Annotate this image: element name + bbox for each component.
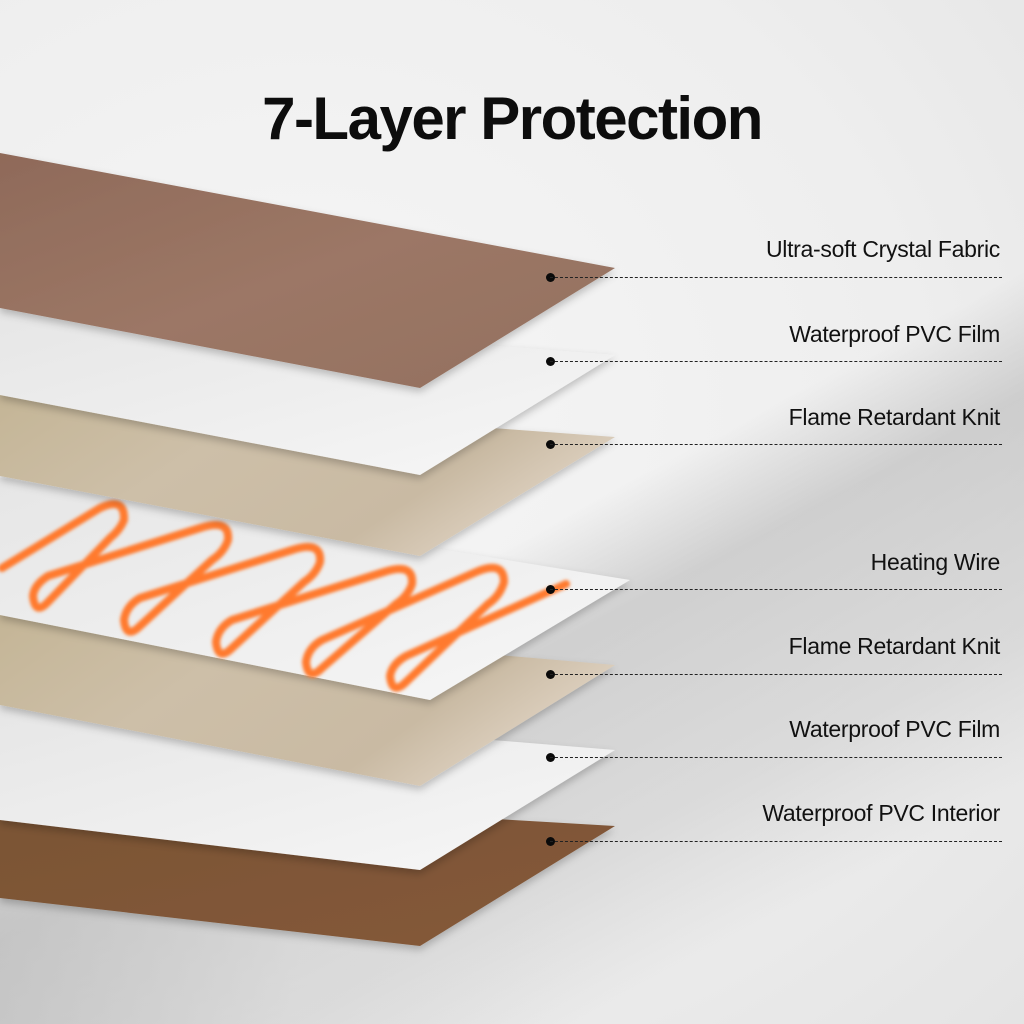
leader-line bbox=[550, 444, 1002, 445]
layer-label: Flame Retardant Knit bbox=[788, 633, 1001, 659]
page-title: 7-Layer Protection bbox=[262, 85, 763, 153]
layer-label: Waterproof PVC Film bbox=[789, 716, 1000, 742]
leader-line bbox=[550, 757, 1002, 758]
heating-wire-icon bbox=[0, 500, 570, 692]
leader-line bbox=[550, 674, 1002, 675]
layer-crystal-fabric bbox=[0, 153, 615, 388]
layer-label: Ultra-soft Crystal Fabric bbox=[765, 236, 1000, 262]
layer-label: Heating Wire bbox=[870, 549, 1001, 575]
layer-heating-film bbox=[0, 478, 630, 700]
leader-line bbox=[550, 589, 1002, 590]
layer-label: Waterproof PVC Interior bbox=[762, 800, 1000, 826]
layer-label: Flame Retardant Knit bbox=[788, 404, 1001, 430]
leader-line bbox=[550, 841, 1002, 842]
leader-line bbox=[550, 361, 1002, 362]
leader-line bbox=[550, 277, 1002, 278]
layer-label: Waterproof PVC Film bbox=[789, 321, 1000, 347]
